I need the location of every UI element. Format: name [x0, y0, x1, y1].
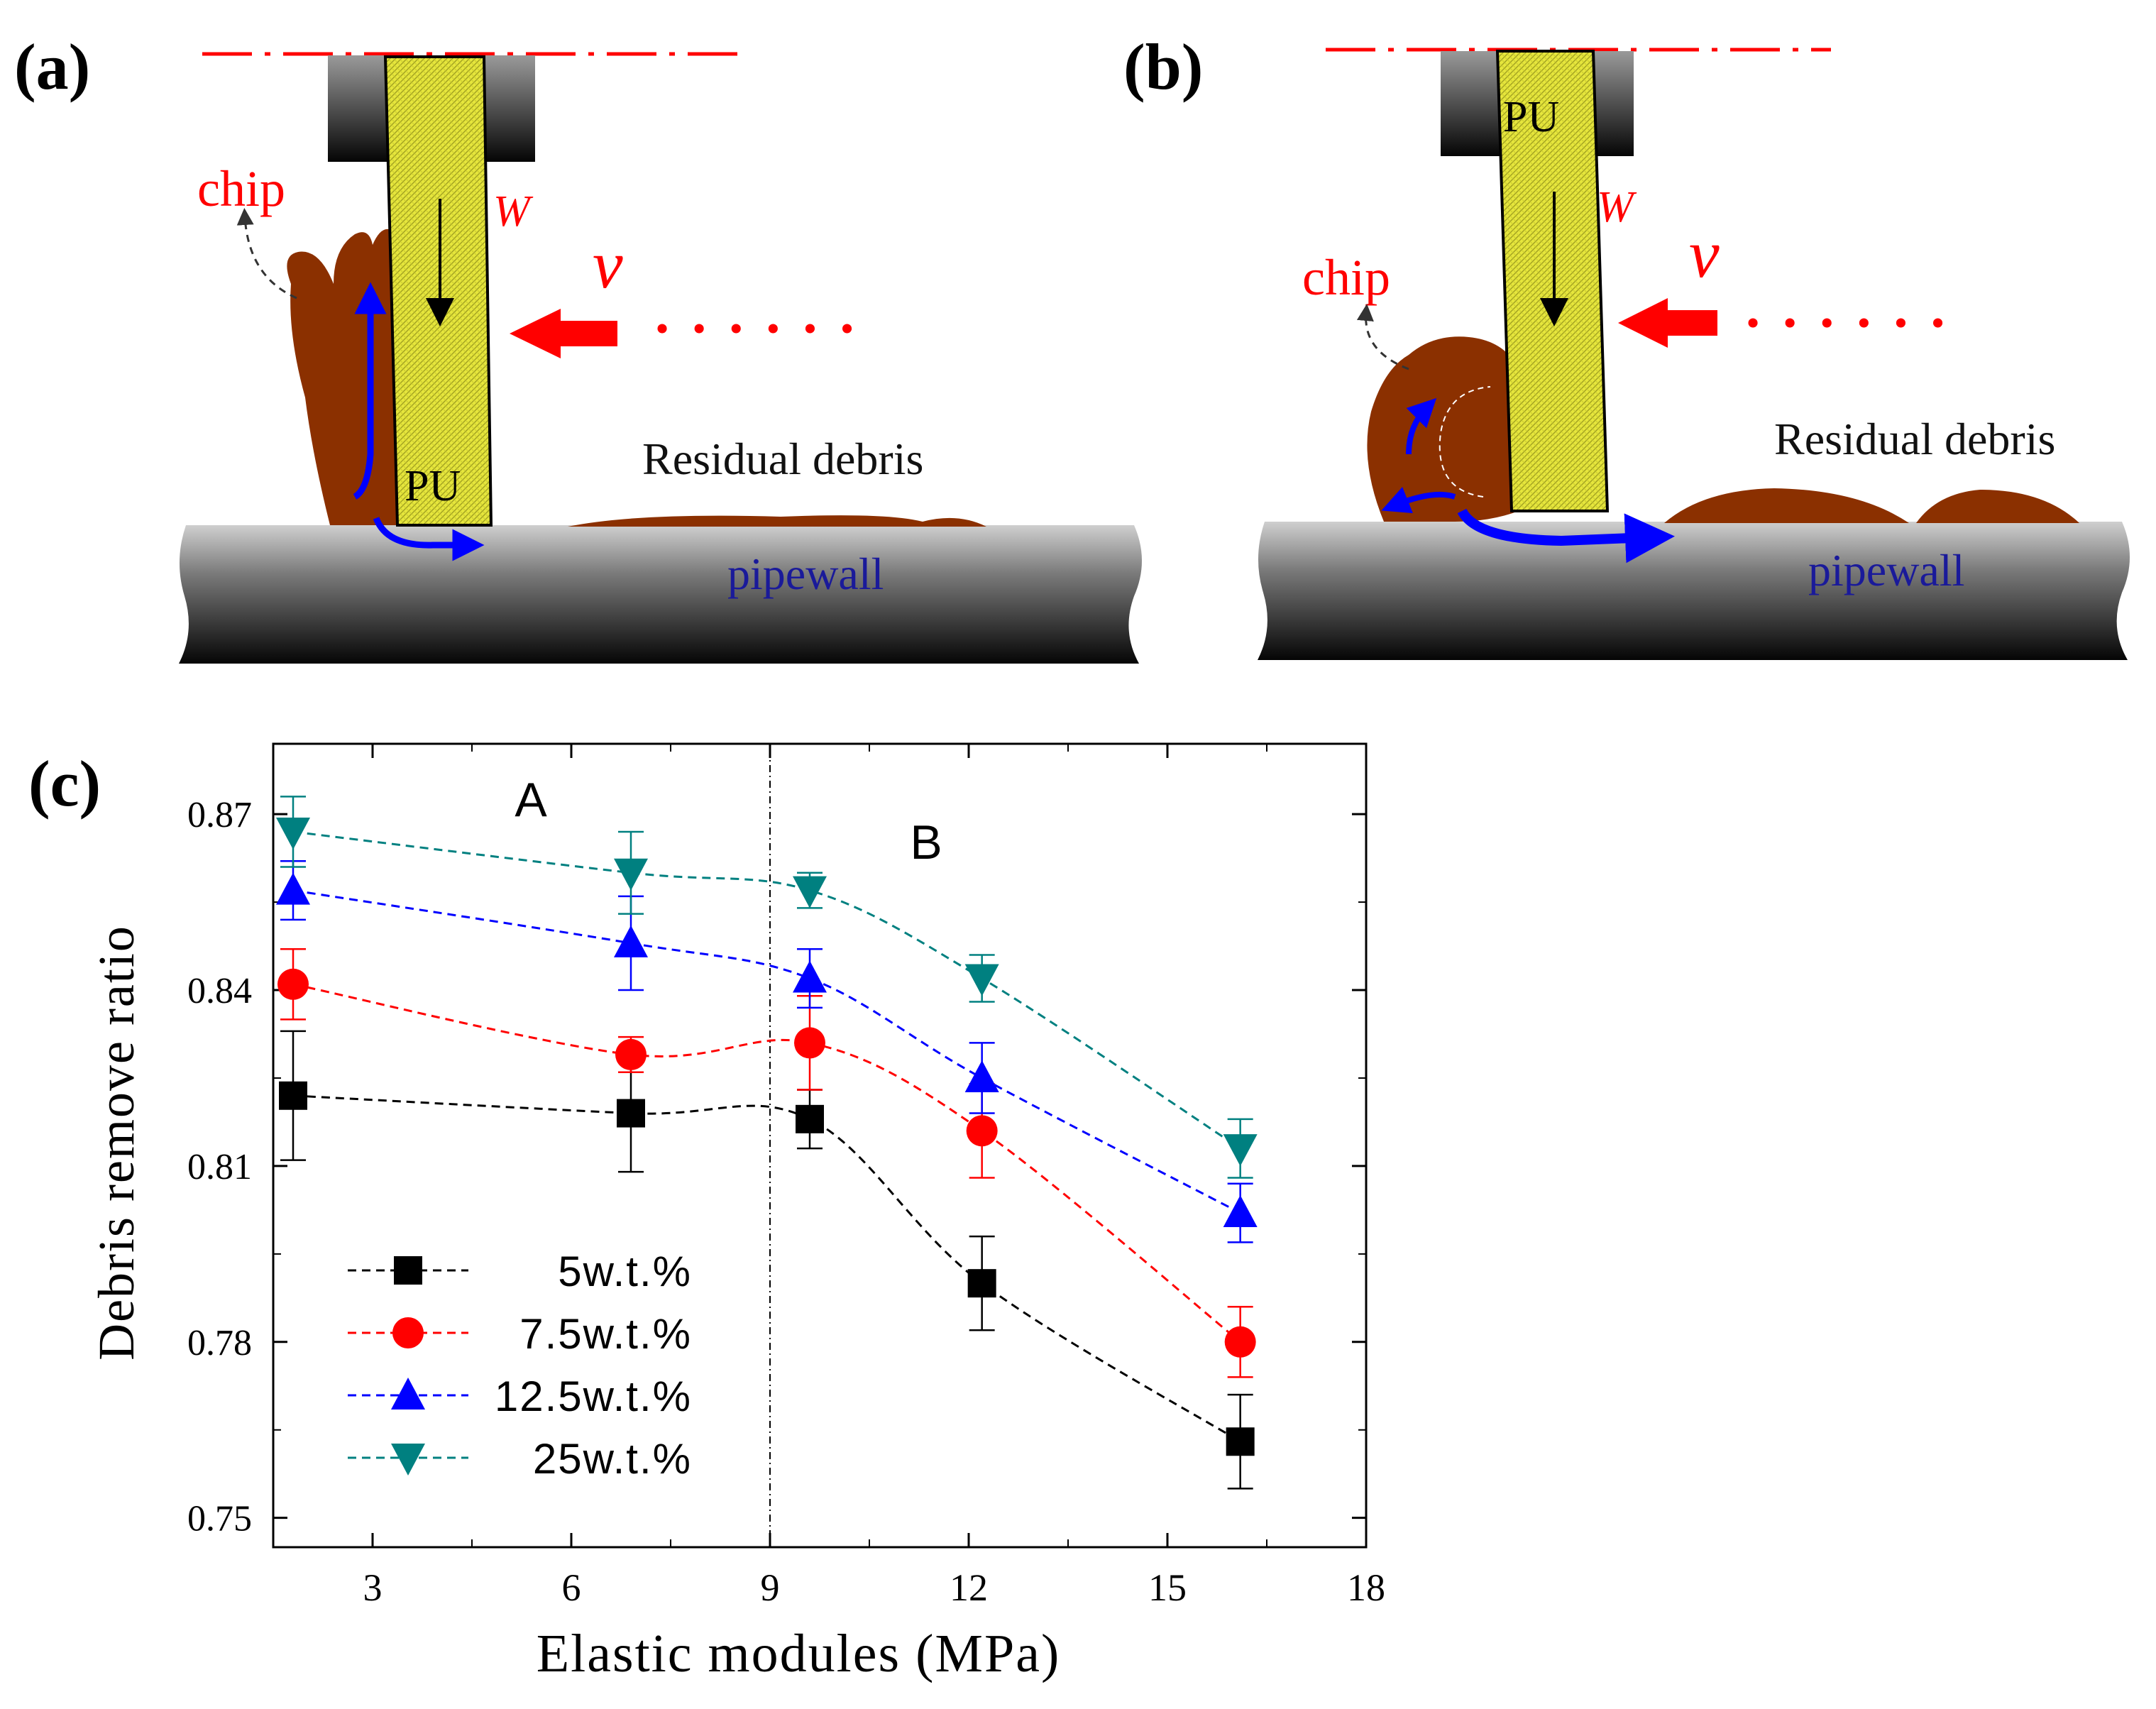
- panel-b: (b) pipewall Residual debris chip PU W v: [1123, 31, 2130, 660]
- y-tick-label: 0.87: [187, 795, 252, 835]
- legend-marker: [392, 1317, 424, 1348]
- data-point: [1223, 1195, 1258, 1228]
- panel-b-flow-left-arrow: [1381, 487, 1456, 514]
- panel-c-label: (c): [28, 747, 101, 820]
- legend-item: 7.5w.t.%: [348, 1310, 692, 1358]
- series-line: [292, 983, 1241, 1343]
- x-tick-label: 9: [761, 1566, 780, 1609]
- panel-b-force-label: W: [1597, 183, 1637, 231]
- legend-label: 25w.t.%: [533, 1435, 692, 1483]
- x-tick-label: 6: [562, 1566, 581, 1609]
- data-point: [276, 817, 310, 850]
- data-point: [276, 872, 310, 905]
- y-tick-label: 0.75: [187, 1499, 252, 1539]
- chart-ticks: 3 6 9 12 15 18 0.75 0.78 0.81 0.84 0.87: [187, 744, 1385, 1609]
- y-tick-label: 0.78: [187, 1323, 252, 1363]
- panel-b-chip-pointer: [1356, 304, 1409, 370]
- panel-a-flow-up-arrow: [353, 282, 387, 500]
- panel-a: (a) pipewall Residual debris chip PU W v: [14, 31, 1142, 664]
- legend-label: 12.5w.t.%: [495, 1373, 692, 1420]
- panel-a-pu-pad: [383, 55, 493, 527]
- data-point: [1223, 1134, 1258, 1167]
- panel-a-pipewall: [179, 525, 1142, 664]
- panel-a-debris-label: Residual debris: [642, 434, 923, 484]
- series-5w.t.%: [279, 1030, 1255, 1490]
- data-point: [614, 858, 648, 891]
- x-axis-title: Elastic modules (MPa): [537, 1624, 1061, 1683]
- legend-item: 12.5w.t.%: [348, 1373, 692, 1420]
- x-tick-label: 15: [1148, 1566, 1187, 1609]
- panel-b-pu-pad: [1495, 50, 1610, 512]
- series-line: [292, 830, 1241, 1150]
- panel-a-velocity-arrow: [510, 309, 617, 358]
- legend-item: 5w.t.%: [348, 1248, 692, 1295]
- y-tick-label: 0.84: [187, 971, 252, 1011]
- panel-b-velocity-arrow: [1618, 298, 1717, 348]
- region-a-label: A: [515, 773, 547, 827]
- data-point: [966, 1115, 998, 1147]
- data-point: [967, 1269, 996, 1298]
- panel-b-flow-right-arrow: [1457, 508, 1675, 564]
- panel-b-pu-label: PU: [1503, 93, 1559, 141]
- region-b-label: B: [910, 815, 942, 869]
- panel-a-label: (a): [14, 31, 90, 103]
- data-point: [964, 964, 999, 996]
- x-tick-label: 12: [950, 1566, 988, 1609]
- panel-a-chip-pointer: [236, 208, 297, 300]
- panel-a-flow-right-arrow: [373, 517, 485, 561]
- data-point: [794, 1027, 825, 1059]
- legend-label: 5w.t.%: [558, 1248, 692, 1295]
- panel-b-label: (b): [1123, 31, 1203, 103]
- data-point: [793, 876, 827, 908]
- data-point: [1224, 1326, 1256, 1358]
- data-point: [615, 1038, 647, 1070]
- panel-b-chip: [1367, 336, 1519, 522]
- series-line: [292, 889, 1241, 1214]
- chart-legend: 5w.t.% 7.5w.t.% 12.5w.t.% 25w.t.%: [348, 1248, 692, 1483]
- data-point: [277, 968, 309, 1000]
- legend-item: 25w.t.%: [348, 1435, 692, 1483]
- panel-a-pipewall-label: pipewall: [727, 549, 884, 599]
- panel-a-residual-debris: [568, 515, 986, 527]
- panel-c: (c) 3 6 9 12 15 18 0.75 0.78 0.81 0.84 0.87 A B 5w…: [28, 742, 1385, 1683]
- panel-b-velocity-label: v: [1689, 216, 1720, 292]
- series-25w.t.%: [276, 796, 1258, 1179]
- series-7.5w.t.%: [277, 947, 1256, 1378]
- panel-a-velocity-label: v: [593, 226, 623, 302]
- panel-b-debris-label: Residual debris: [1774, 414, 2055, 464]
- panel-a-chip-label: chip: [197, 160, 285, 217]
- data-point: [964, 1060, 999, 1092]
- data-point: [617, 1099, 645, 1128]
- panel-a-pu-label: PU: [405, 462, 461, 510]
- data-point: [614, 925, 648, 957]
- panel-a-force-label: W: [493, 187, 534, 236]
- series-line: [292, 1094, 1241, 1443]
- legend-marker: [391, 1444, 425, 1476]
- legend-label: 7.5w.t.%: [519, 1310, 692, 1358]
- data-point: [796, 1104, 824, 1133]
- x-tick-label: 3: [363, 1566, 383, 1609]
- panel-b-pipewall: [1258, 522, 2130, 660]
- chart-series: [276, 796, 1258, 1490]
- panel-b-chip-label: chip: [1302, 249, 1390, 306]
- data-point: [1226, 1427, 1255, 1456]
- panel-b-flow-up-arrow: [1406, 397, 1437, 455]
- chart-plot-frame: [272, 742, 1368, 1549]
- legend-marker: [391, 1378, 425, 1409]
- series-12.5w.t.%: [276, 860, 1258, 1243]
- x-tick-label: 18: [1347, 1566, 1385, 1609]
- y-tick-label: 0.81: [187, 1147, 252, 1187]
- data-point: [279, 1081, 307, 1110]
- chart: 3 6 9 12 15 18 0.75 0.78 0.81 0.84 0.87 A B 5w.t.%…: [88, 742, 1385, 1683]
- legend-marker: [394, 1256, 422, 1285]
- y-axis-title: Debris remove ratio: [88, 925, 145, 1361]
- data-point: [793, 960, 827, 993]
- panel-b-residual-debris: [1664, 488, 2079, 523]
- panel-b-pipewall-label: pipewall: [1808, 545, 1964, 595]
